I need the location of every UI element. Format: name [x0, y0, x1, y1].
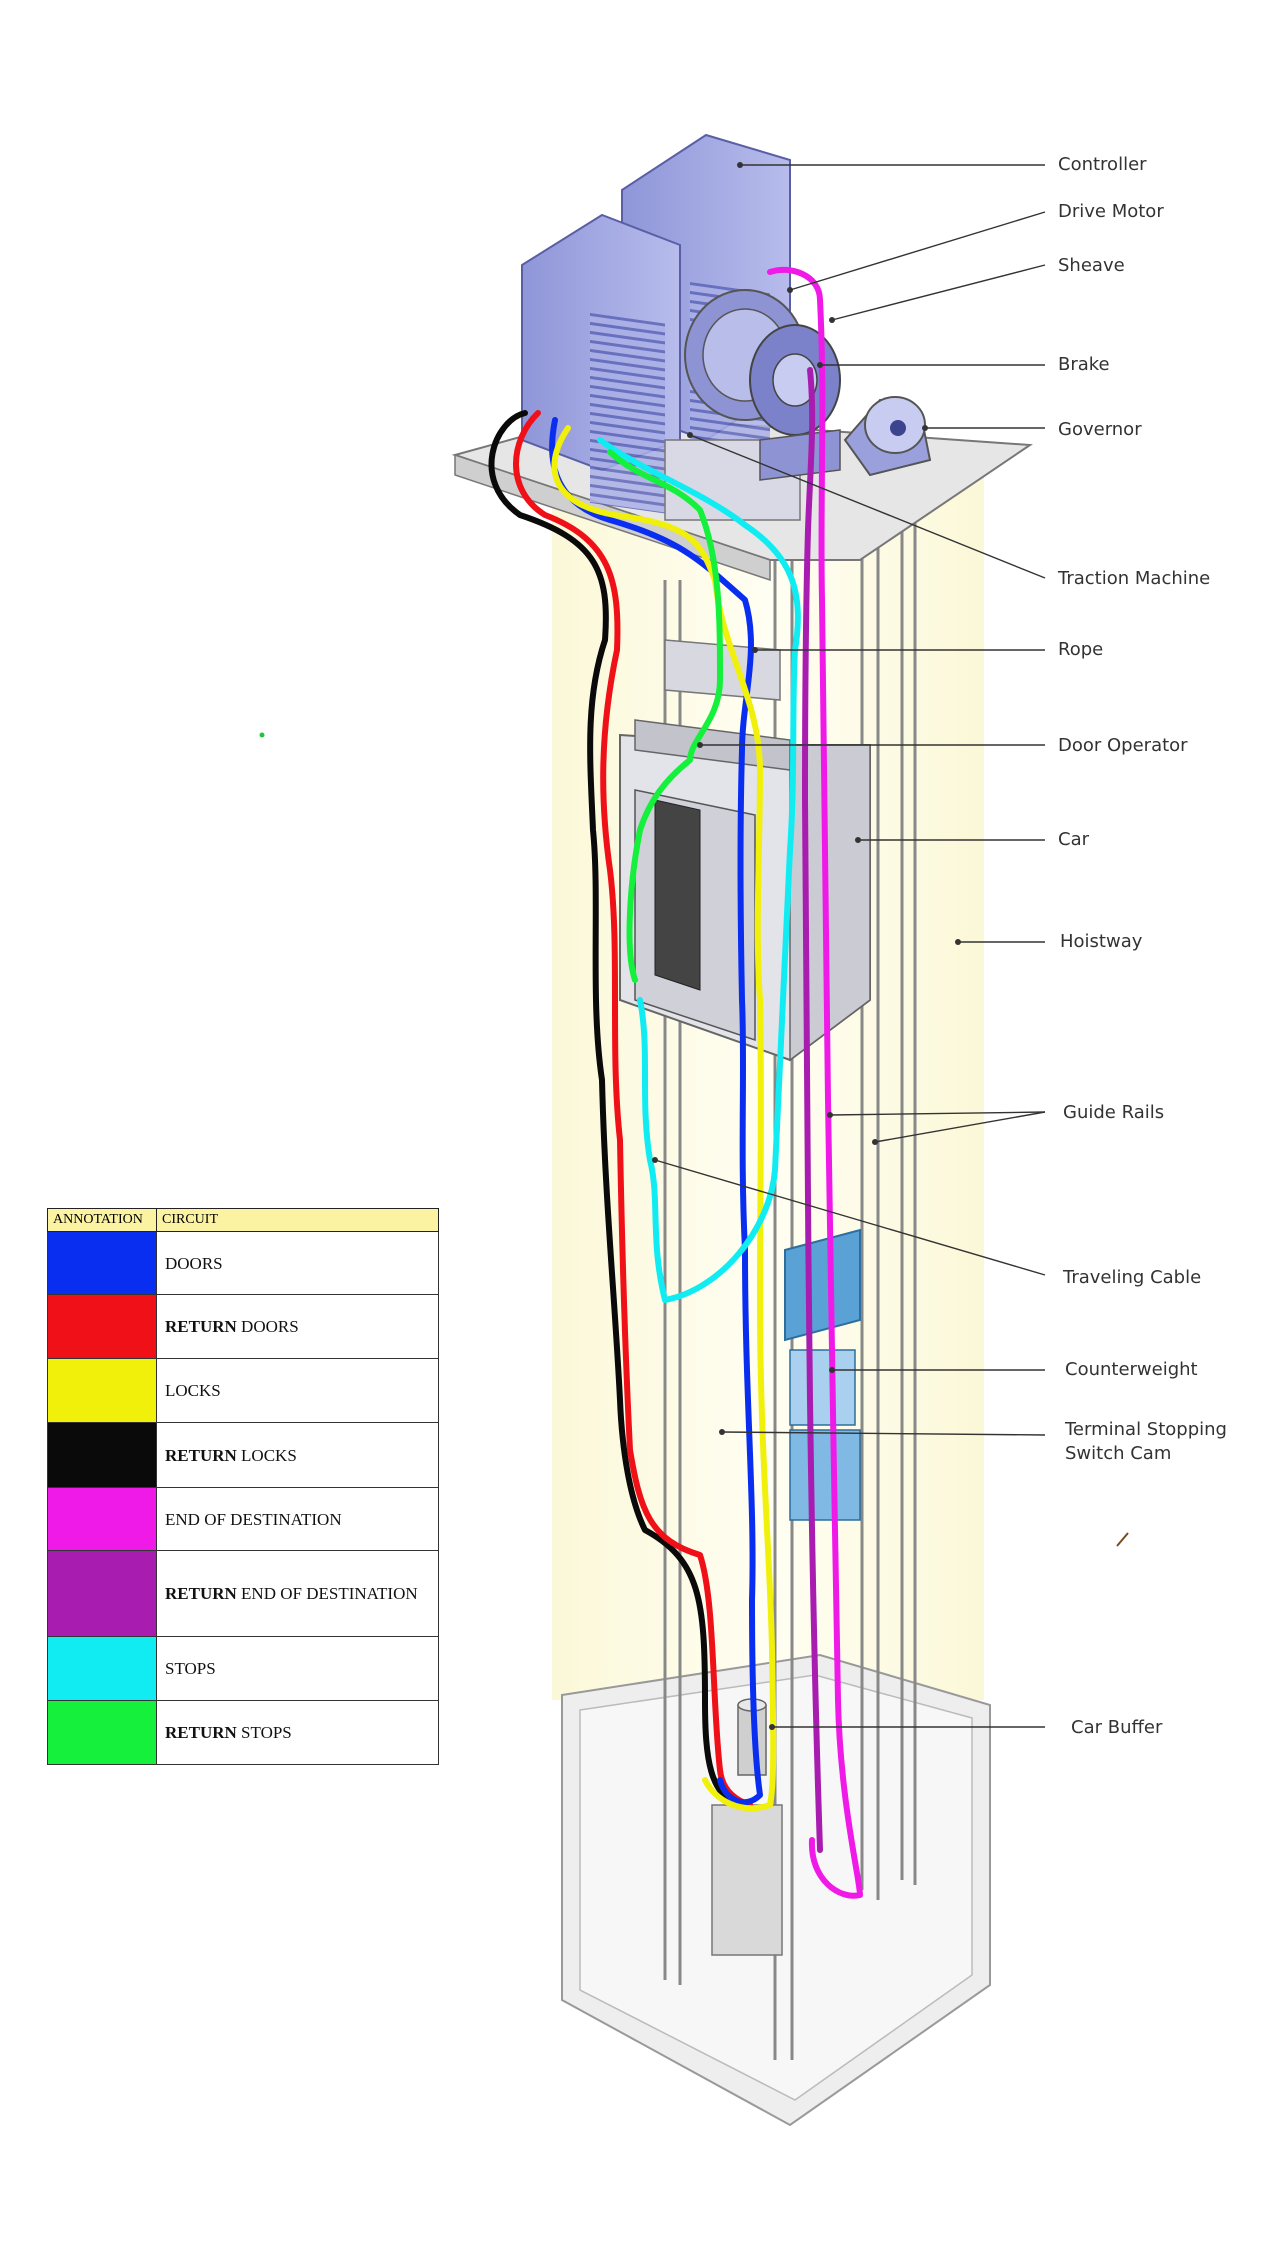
label-sheave-text: Sheave: [1058, 255, 1125, 276]
label-traction-machine: Traction Machine: [687, 432, 1210, 589]
legend-row: DOORS: [47, 1231, 439, 1295]
wire-return-doors: [513, 410, 753, 1808]
label-counterweight: Counterweight: [829, 1359, 1198, 1380]
legend-row: RETURN LOCKS: [47, 1422, 439, 1488]
part-labels: Controller Drive Motor Sheave Brake Gove…: [652, 154, 1227, 1738]
label-switch-cam-text: Switch Cam: [1065, 1443, 1171, 1464]
legend-row: RETURN STOPS: [47, 1700, 439, 1765]
legend-row: RETURN END OF DESTINATION: [47, 1550, 439, 1637]
label-hoistway: Hoistway: [955, 931, 1143, 952]
counterweight-drawing: [784, 1228, 861, 1521]
wire-end-of-destination: [767, 266, 863, 1899]
wire-stops: [597, 437, 801, 1303]
label-rope-text: Rope: [1058, 639, 1103, 660]
label-drive-motor: Drive Motor: [787, 201, 1164, 293]
legend-swatch: [47, 1358, 157, 1423]
legend-header-annotation: ANNOTATION: [47, 1208, 157, 1232]
legend-label: RETURN STOPS: [156, 1700, 439, 1765]
legend-label: END OF DESTINATION: [156, 1487, 439, 1551]
label-counterweight-text: Counterweight: [1065, 1359, 1198, 1380]
legend-row: STOPS: [47, 1636, 439, 1701]
label-guide-rails-text: Guide Rails: [1063, 1102, 1164, 1123]
label-hoistway-text: Hoistway: [1060, 931, 1143, 952]
label-governor-text: Governor: [1058, 419, 1142, 440]
legend-swatch: [47, 1636, 157, 1701]
governor-drawing: [843, 396, 932, 477]
wire-return-stops: [607, 449, 723, 983]
label-door-operator: Door Operator: [697, 735, 1188, 756]
stray-green-dot: [259, 732, 265, 738]
legend-header-circuit: CIRCUIT: [156, 1208, 439, 1232]
legend-swatch: [47, 1422, 157, 1488]
label-rope: Rope: [752, 639, 1103, 660]
label-car-buffer-text: Car Buffer: [1071, 1717, 1163, 1738]
label-door-operator-text: Door Operator: [1058, 735, 1188, 756]
legend-row: RETURN DOORS: [47, 1294, 439, 1359]
legend-swatch: [47, 1550, 157, 1637]
label-guide-rails: Guide Rails: [827, 1102, 1164, 1145]
legend-row: END OF DESTINATION: [47, 1487, 439, 1551]
legend-row: LOCKS: [47, 1358, 439, 1423]
label-sheave: Sheave: [829, 255, 1125, 323]
circuit-legend: ANNOTATION CIRCUIT DOORS RETURN DOORS LO…: [47, 1208, 439, 1765]
label-car-buffer: Car Buffer: [769, 1717, 1163, 1738]
stray-pen-mark: [1116, 1532, 1129, 1547]
legend-swatch: [47, 1294, 157, 1359]
label-terminal-stopping-text: Terminal Stopping: [1064, 1419, 1227, 1440]
legend-header-row: ANNOTATION CIRCUIT: [47, 1208, 439, 1232]
legend-label: RETURN DOORS: [156, 1294, 439, 1359]
wire-locks: [551, 425, 777, 1812]
legend-swatch: [47, 1231, 157, 1295]
legend-label: LOCKS: [156, 1358, 439, 1423]
wire-return-locks: [488, 410, 743, 1808]
label-traveling-cable: Traveling Cable: [652, 1157, 1201, 1288]
legend-swatch: [47, 1487, 157, 1551]
traction-machine-drawing: [664, 289, 841, 521]
label-car-text: Car: [1058, 829, 1090, 850]
wire-doors: [549, 417, 763, 1806]
legend-label: RETURN END OF DESTINATION: [156, 1550, 439, 1637]
label-controller-text: Controller: [1058, 154, 1147, 175]
label-traction-machine-text: Traction Machine: [1057, 568, 1210, 589]
label-governor: Governor: [922, 419, 1142, 440]
circuit-wires: [488, 266, 863, 1899]
car-buffer-drawing: [711, 1698, 783, 1956]
label-controller: Controller: [737, 154, 1147, 175]
label-traveling-cable-text: Traveling Cable: [1062, 1267, 1201, 1288]
legend-label: RETURN LOCKS: [156, 1422, 439, 1488]
legend-swatch: [47, 1700, 157, 1765]
label-car: Car: [855, 829, 1090, 850]
label-drive-motor-text: Drive Motor: [1058, 201, 1164, 222]
legend-label: DOORS: [156, 1231, 439, 1295]
label-brake: Brake: [817, 354, 1110, 375]
label-brake-text: Brake: [1058, 354, 1110, 375]
legend-label: STOPS: [156, 1636, 439, 1701]
label-terminal-stopping-switch-cam: Terminal Stopping Switch Cam: [719, 1419, 1227, 1464]
wire-return-end-of-destination: [802, 367, 823, 1853]
